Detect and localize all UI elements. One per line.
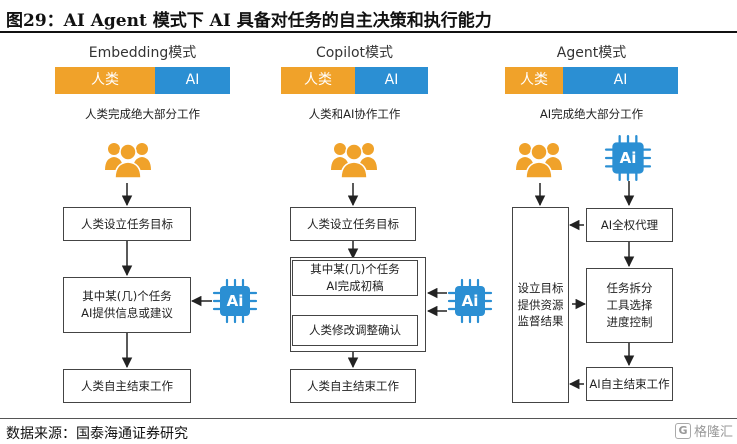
copilot-step-1: 人类设立任务目标 (290, 207, 416, 241)
embedding-step-2: 其中某(几)个任务 AI提供信息或建议 (63, 277, 191, 333)
ai-chip-icon: Ai (212, 278, 258, 324)
footer-divider (0, 418, 737, 419)
ai-chip-label: Ai (461, 292, 479, 310)
ai-chip-label: Ai (619, 149, 637, 167)
people-icon (516, 143, 562, 179)
agent-step-3: AI自主结束工作 (586, 367, 673, 401)
agent-step-1: AI全权代理 (586, 208, 673, 242)
people-icon (331, 143, 377, 179)
watermark-text: 格隆汇 (693, 425, 733, 440)
bar-copilot-human: 人类 (281, 67, 355, 94)
copilot-step-3: 人类修改调整确认 (292, 315, 418, 346)
embedding-step-1: 人类设立任务目标 (63, 207, 191, 241)
agent-step-2: 任务拆分 工具选择 进度控制 (586, 268, 673, 343)
bar-embedding-human: 人类 (55, 67, 155, 94)
ai-chip-icon: Ai (447, 278, 493, 324)
bar-agent-ai: AI (563, 67, 678, 94)
mode-title-copilot: Copilot模式 (315, 45, 394, 61)
source-note: 数据来源：国泰海通证券研究 (6, 426, 188, 442)
title-divider (0, 31, 737, 33)
figure-title: 图29：AI Agent 模式下 AI 具备对任务的自主决策和执行能力 (6, 11, 492, 31)
ai-chip-icon: Ai (604, 134, 652, 182)
copilot-step-2: 其中某(几)个任务 AI完成初稿 (292, 260, 418, 296)
people-icon (105, 143, 151, 179)
ai-chip-label: Ai (226, 292, 244, 310)
watermark: G 格隆汇 (674, 421, 733, 440)
embedding-step-3: 人类自主结束工作 (63, 369, 191, 403)
watermark-logo-icon: G (674, 422, 691, 439)
bar-agent-human: 人类 (505, 67, 563, 94)
subtitle-agent: AI完成绝大部分工作 (539, 107, 644, 121)
bar-embedding-ai: AI (155, 67, 230, 94)
mode-title-agent: Agent模式 (556, 45, 627, 61)
subtitle-embedding: 人类完成绝大部分工作 (85, 107, 200, 121)
copilot-step-4: 人类自主结束工作 (290, 369, 416, 403)
mode-title-embedding: Embedding模式 (88, 45, 197, 61)
agent-human-box: 设立目标 提供资源 监督结果 (512, 207, 569, 403)
subtitle-copilot: 人类和AI协作工作 (308, 107, 401, 121)
bar-copilot-ai: AI (355, 67, 428, 94)
